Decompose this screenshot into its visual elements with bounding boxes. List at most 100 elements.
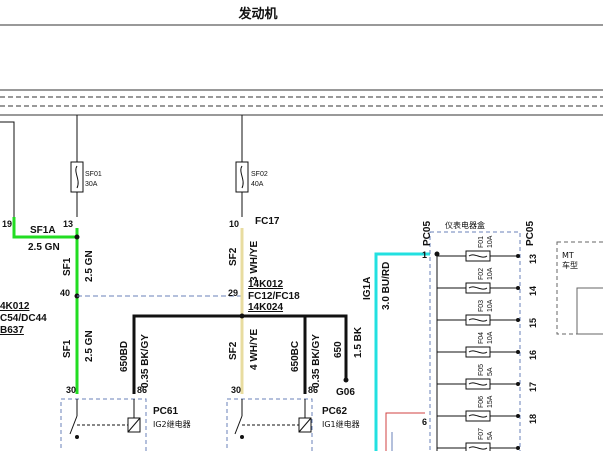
sf02-rating: 40A (251, 181, 264, 188)
fuse-id: F06 (478, 396, 485, 408)
fuse-element (468, 286, 488, 290)
wire-650bc-gauge: 0.35 BK/GY (311, 334, 322, 388)
wire-ig1a-label: IG1A (362, 277, 373, 300)
wire-ig1a-gauge: 3.0 BU/RD (381, 262, 392, 310)
pin-10: 10 (229, 219, 239, 229)
fuse-terminal (516, 350, 520, 354)
fuse-rating: 10A (487, 331, 494, 344)
connector-b637: B637 (0, 325, 24, 336)
mt-label: MT (562, 251, 574, 260)
fuse-pin: 13 (528, 254, 538, 264)
fuse-rating: 10A (487, 267, 494, 280)
fuse-terminal (516, 318, 520, 322)
fuse-terminal (516, 414, 520, 418)
fuse-rating: 15A (487, 395, 494, 408)
fuse-pin: 14 (528, 286, 538, 296)
fuse-rating: 10A (487, 299, 494, 312)
connector-pc05-left: PC05 (422, 221, 433, 246)
fuse-element (468, 446, 488, 450)
pin-86-pc62: 86 (308, 385, 318, 395)
fuse-element (468, 414, 488, 418)
fuse-pin: 16 (528, 350, 538, 360)
connector-4k012: 4K012 (0, 301, 30, 312)
relay-pc61-id: PC61 (153, 406, 178, 417)
wire-sf2-bot-gauge: 4 WH/YE (249, 329, 260, 370)
fuse-element (468, 318, 488, 322)
relay-pc61-coil-mark (127, 417, 141, 433)
fuse-terminal (516, 254, 520, 258)
splice-sf1 (74, 234, 80, 240)
diagram-title: 发动机 (237, 6, 277, 22)
fuse-element (468, 254, 488, 258)
connector-14k024: 14K024 (248, 302, 283, 313)
connector-c54: C54/DC44 (0, 313, 47, 324)
splice-ground (239, 313, 245, 319)
fuse-element (468, 350, 488, 354)
connector-fc12: FC12/FC18 (248, 291, 300, 302)
ground-point-icon (343, 377, 349, 383)
relay-pc62-name: IG1继电器 (322, 419, 360, 429)
fuse-id: F02 (478, 268, 485, 280)
fuse-rating: 5A (487, 367, 494, 376)
fuse-box-pin-1: 1 (422, 250, 427, 260)
pin-19: 19 (2, 219, 12, 229)
wire-sf1-top-gauge: 2.5 GN (84, 250, 95, 282)
connector-fc17: FC17 (255, 216, 280, 227)
relay-pc61-contact-b (75, 435, 79, 439)
fuse-icon (465, 442, 491, 451)
pin-86-pc61: 86 (137, 385, 147, 395)
relay-pc62-coil-mark (298, 417, 312, 433)
relay-pc62-box (226, 398, 313, 451)
fuse-pin: 18 (528, 414, 538, 424)
fuse-id: F01 (478, 236, 485, 248)
wire-650bc-label: 650BC (290, 341, 301, 372)
sf02-fuse-element (240, 165, 244, 189)
wire-sf2-top-gauge: 3 WH/YE (249, 241, 260, 282)
wire-sf1a (12, 217, 77, 239)
wire-sf2-top-label: SF2 (228, 247, 239, 266)
fuse-terminal (516, 446, 520, 450)
relay-pc62-id: PC62 (322, 406, 347, 417)
pin-29: 29 (228, 288, 238, 298)
wire-sf2-bot-label: SF2 (228, 341, 239, 360)
sf01-id: SF01 (85, 171, 102, 178)
fuse-box-pin-6: 6 (422, 417, 427, 427)
wire-ig1a (374, 252, 430, 451)
wire-sf1-top-label: SF1 (62, 257, 73, 276)
fuse-terminal (516, 382, 520, 386)
sf02-id: SF02 (251, 171, 268, 178)
sf01-rating: 30A (85, 181, 98, 188)
fuse-rating: 5A (487, 431, 494, 440)
mt-component (576, 287, 603, 335)
pin-30-pc62: 30 (231, 385, 241, 395)
fuse-pin: 17 (528, 382, 538, 392)
connector-14k012: 14K012 (248, 279, 283, 290)
side-wire-red (385, 412, 425, 451)
connector-pc05-right: PC05 (525, 221, 536, 246)
relay-pc61-box (60, 398, 147, 451)
fuse-id: F04 (478, 332, 485, 344)
sf01-fuse-element (75, 165, 79, 189)
wire-sf1-bot-gauge: 2.5 GN (84, 330, 95, 362)
wire-650-label: 650 (333, 341, 344, 358)
fuse-terminal (516, 286, 520, 290)
ground-g06: G06 (336, 387, 355, 398)
model-label: 车型 (562, 260, 578, 270)
wire-sf1a-gauge: 2.5 GN (28, 242, 60, 253)
pin-13: 13 (63, 219, 73, 229)
fuse-box-outline (429, 231, 521, 451)
fuse-element (468, 382, 488, 386)
wire-650-gauge: 1.5 BK (353, 326, 364, 358)
relay-pc61-name: IG2继电器 (153, 419, 191, 429)
pin-40: 40 (60, 288, 70, 298)
fuse-box-title: 仪表电器盒 (445, 220, 485, 230)
relay-pc62-contact-b (240, 435, 244, 439)
left-feed-wire (0, 121, 15, 217)
pin-30-pc61: 30 (66, 385, 76, 395)
fuse-box-bus-splice (434, 251, 440, 257)
fuse-rating: 10A (487, 235, 494, 248)
wire-650bd-label: 650BD (119, 341, 130, 372)
